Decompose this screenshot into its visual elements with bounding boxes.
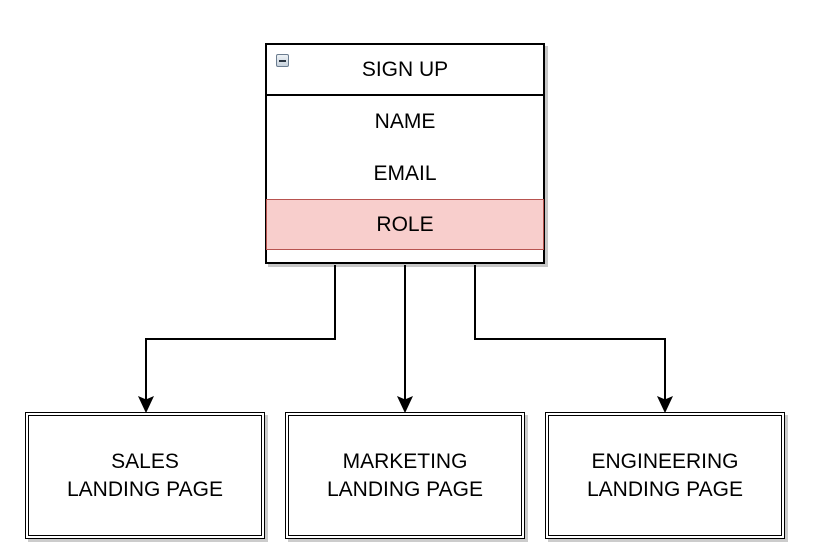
arrowhead-marketing [396,396,414,414]
engineering-landing-page-box[interactable]: ENGINEERING LANDING PAGE [545,412,785,539]
engineering-landing-line2: LANDING PAGE [587,477,743,501]
field-role-label: ROLE [376,212,434,236]
arrowhead-sales [137,396,155,414]
engineering-landing-line1: ENGINEERING [591,449,739,473]
edge-to-sales[interactable] [145,265,336,405]
field-name[interactable]: NAME [267,101,543,143]
signup-header[interactable]: SIGN UP [267,45,543,96]
field-email-label: EMAIL [373,162,437,185]
field-name-label: NAME [374,110,436,133]
sales-landing-page-box[interactable]: SALES LANDING PAGE [25,412,265,539]
field-email[interactable]: EMAIL [267,153,543,195]
signup-title: SIGN UP [361,57,449,81]
sales-landing-line2: LANDING PAGE [67,477,223,501]
edge-to-engineering[interactable] [474,265,666,405]
marketing-landing-line2: LANDING PAGE [327,477,483,501]
field-role[interactable]: ROLE [266,199,544,250]
signup-container[interactable]: SIGN UP NAME EMAIL ROLE [265,43,545,264]
minus-square-icon[interactable] [276,54,289,67]
sales-landing-line1: SALES [111,449,179,473]
marketing-landing-line1: MARKETING [342,449,468,473]
marketing-landing-page-box[interactable]: MARKETING LANDING PAGE [285,412,525,539]
arrowhead-engineering [656,396,674,414]
